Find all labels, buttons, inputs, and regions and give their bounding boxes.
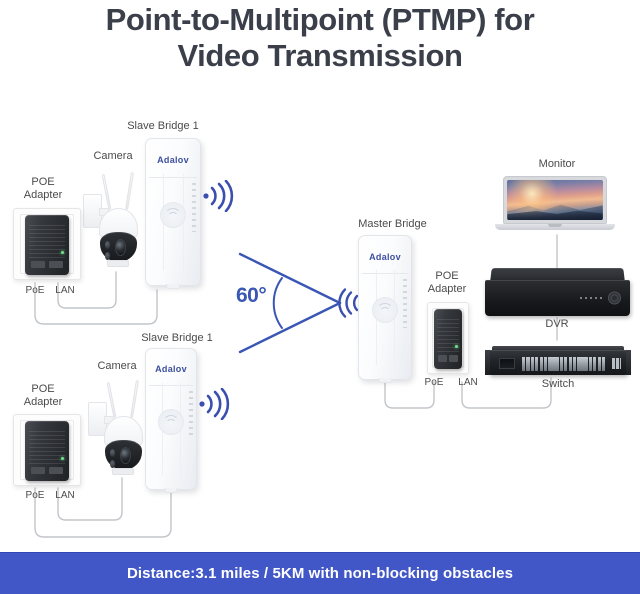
dvr-indicator-leds-icon <box>580 296 603 299</box>
slave-2-poe-adapter-label: POE Adapter <box>4 383 82 409</box>
slave-1-wifi-signal-icon <box>203 180 234 212</box>
bridge-brand-label: Adalov <box>157 155 189 166</box>
laptop-base <box>495 224 615 230</box>
slave-2-lan-port-label: LAN <box>55 490 75 501</box>
slave-bridge-2-device[interactable]: Adalov <box>145 348 197 493</box>
slave-2-camera-device[interactable] <box>88 379 150 480</box>
monitor-wallpaper-image <box>507 180 603 221</box>
camera-ir-led-2 <box>105 252 111 260</box>
camera-lens-icon <box>115 239 126 256</box>
poe-status-led-icon <box>455 345 459 348</box>
poe-label-line-2: Adapter <box>23 189 63 201</box>
dvr-jog-dial-icon <box>608 291 622 305</box>
slave-bridge-1-device[interactable]: Adalov <box>145 138 201 289</box>
poe-label-line-1: POE <box>31 176 55 188</box>
bridge-wifi-emblem-icon <box>372 297 398 324</box>
slave-1-camera-label: Camera <box>93 150 133 162</box>
poe-port-block <box>438 353 458 365</box>
poe-label-line-1: POE <box>435 270 459 282</box>
switch-port-bank-2 <box>551 356 585 371</box>
poe-label-line-2: Adapter <box>23 396 63 408</box>
camera-base <box>111 468 134 475</box>
monitor-screen <box>503 176 607 225</box>
bridge-led-strip-icon <box>192 182 197 233</box>
poe-injector-body <box>434 309 462 369</box>
switch-port-bank-1 <box>522 356 556 371</box>
poe-injector-body <box>24 215 70 275</box>
camera-base <box>106 260 129 267</box>
camera-lens-icon <box>120 447 131 464</box>
master-lan-port-label: LAN <box>458 377 478 388</box>
slave-2-poe-adapter-device[interactable] <box>13 414 81 486</box>
switch-rack-ear-left <box>484 350 491 375</box>
beam-angle-value: 60° <box>236 284 267 307</box>
bridge-brand-label: Adalov <box>155 364 187 375</box>
master-bridge-label: Master Bridge <box>358 218 427 230</box>
slave-bridge-2-label: Slave Bridge 1 <box>141 332 213 344</box>
slave-bridge-1-label: Slave Bridge 1 <box>127 120 199 132</box>
poe-vent-slots <box>29 224 65 259</box>
bridge-led-strip-icon <box>403 278 408 328</box>
camera-ir-led-2 <box>110 460 116 468</box>
switch-device[interactable] <box>484 344 632 378</box>
bridge-foot <box>164 488 178 493</box>
dvr-device[interactable] <box>485 268 630 316</box>
bridge-brand-label: Adalov <box>369 251 401 262</box>
switch-sfp-uplink-ports <box>611 358 622 370</box>
poe-label-line-2: Adapter <box>427 283 467 295</box>
bridge-led-strip-icon <box>188 391 193 439</box>
poe-vent-slots <box>29 430 65 465</box>
bridge-wifi-emblem-icon <box>158 408 184 435</box>
camera-antenna-right <box>124 171 134 211</box>
switch-console-port <box>498 358 516 370</box>
slave-1-poe-adapter-device[interactable] <box>13 208 81 280</box>
dvr-top-panel <box>490 268 625 281</box>
dvr-front-panel <box>485 279 630 316</box>
switch-port-bank-3 <box>580 356 606 371</box>
switch-rack-ear-right <box>625 350 632 375</box>
slave-2-wifi-signal-icon <box>199 388 230 420</box>
slave-2-camera-label: Camera <box>97 360 137 372</box>
bridge-wifi-emblem-icon <box>160 201 186 228</box>
master-bridge-device[interactable]: Adalov <box>358 235 412 383</box>
camera-ir-led-1 <box>105 241 111 249</box>
laptop-notch <box>547 224 563 228</box>
camera-antenna-right <box>129 379 139 419</box>
master-poe-port-label: PoE <box>424 377 444 388</box>
bridge-foot <box>378 378 392 383</box>
poe-label-line-1: POE <box>31 383 55 395</box>
distance-banner: Distance:3.1 miles / 5KM with non-blocki… <box>0 552 640 594</box>
master-poe-adapter-label: POE Adapter <box>408 270 486 296</box>
camera-antenna-left <box>106 382 117 418</box>
page-title-line-1: Point-to-Multipoint (PTMP) for <box>105 2 535 37</box>
poe-port-block <box>30 259 64 271</box>
switch-top-cover <box>491 346 625 352</box>
slave-1-poe-adapter-label: POE Adapter <box>4 176 82 202</box>
poe-status-led-icon <box>60 457 64 460</box>
page-title: Point-to-Multipoint (PTMP) for Video Tra… <box>0 2 640 74</box>
poe-vent-slots <box>437 318 459 353</box>
monitor-label: Monitor <box>538 158 576 170</box>
slave-1-poe-port-label: PoE <box>25 285 45 296</box>
slave-1-lan-port-label: LAN <box>55 285 75 296</box>
bridge-foot <box>165 284 181 289</box>
poe-port-block <box>30 465 64 477</box>
poe-status-led-icon <box>60 251 64 254</box>
camera-antenna-left <box>101 174 112 210</box>
camera-ir-led-1 <box>110 449 116 457</box>
beam-angle-marker: 60° <box>232 248 362 358</box>
monitor-device[interactable] <box>495 176 615 238</box>
master-poe-adapter-device[interactable] <box>427 302 469 374</box>
page-title-line-2: Video Transmission <box>177 38 463 73</box>
dvr-label: DVR <box>545 318 569 330</box>
poe-injector-body <box>24 421 70 481</box>
slave-2-poe-port-label: PoE <box>25 490 45 501</box>
distance-banner-text: Distance:3.1 miles / 5KM with non-blocki… <box>126 565 514 582</box>
slave-1-camera-device[interactable] <box>83 171 145 272</box>
switch-label: Switch <box>541 378 575 390</box>
